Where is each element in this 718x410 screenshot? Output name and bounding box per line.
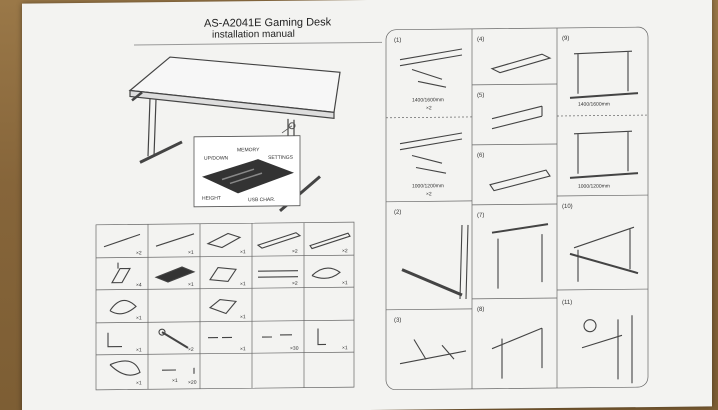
qty-label: ×1 [342, 280, 348, 286]
step-3-label: (3) [394, 318, 401, 324]
qty-label: ×1 [136, 347, 142, 353]
dim-label: 1400/1600mm [412, 97, 444, 103]
steps-panel [385, 26, 649, 391]
controller-callout: MEMORY UP/DOWN SETTINGS HEIGHT USB CHAR. [193, 122, 301, 208]
dim-label: ×2 [426, 191, 432, 197]
qty-label: ×1 [136, 380, 142, 386]
qty-label: ×1 [136, 315, 142, 321]
manual-drawings: MEMORY UP/DOWN SETTINGS HEIGHT USB CHAR. [95, 26, 649, 391]
dim-label: 1000/1200mm [578, 183, 610, 189]
qty-label: ×30 [290, 346, 299, 352]
dim-label: 1400/1600mm [578, 101, 610, 107]
qty-label: ×2 [292, 281, 298, 287]
usb-label: USB CHAR. [248, 197, 275, 203]
qty-label: ×1 [342, 345, 348, 351]
step-9-label: (9) [562, 36, 569, 42]
qty-label: ×1 [240, 314, 246, 320]
step-dimension-labels: 1400/1600mm ×2 1000/1200mm ×2 1400/1600m… [412, 97, 610, 197]
step-10-label: (10) [562, 204, 573, 210]
manual-sheet: AS-A2041E Gaming Desk installation manua… [22, 0, 712, 410]
qty-label: ×1 [188, 282, 194, 288]
qty-label: ×1 [240, 281, 246, 287]
step-1-label: (1) [394, 38, 401, 44]
qty-label: ×1 [240, 346, 246, 352]
step-11-label: (11) [562, 300, 572, 306]
step-7-label: (7) [477, 213, 484, 219]
step-8-label: (8) [477, 307, 484, 313]
height-label: HEIGHT [202, 196, 221, 202]
parts-quantities: ×2 ×1 ×1 ×2 ×2 ×4 ×1 ×1 ×2 ×1 ×1 ×1 ×1 ×… [136, 248, 348, 386]
step-sketches [399, 48, 639, 384]
qty-label: ×4 [136, 282, 142, 288]
qty-label: ×1 [188, 250, 194, 256]
qty-label: ×2 [188, 347, 194, 353]
step-labels: (1) (2) (3) (4) (5) (6) (7) (8) (9) (10)… [394, 36, 573, 324]
qty-label: ×1 [240, 249, 246, 255]
step-4-label: (4) [477, 37, 484, 43]
step-6-label: (6) [477, 153, 484, 159]
qty-label: ×2 [292, 249, 298, 255]
parts-table [95, 221, 355, 391]
memory-label: MEMORY [237, 147, 260, 153]
step-5-label: (5) [477, 93, 484, 99]
qty-label: ×2 [342, 248, 348, 254]
dim-label: 1000/1200mm [412, 183, 444, 189]
updown-label: UP/DOWN [204, 155, 229, 161]
parts-sketches [103, 232, 351, 376]
dim-label: ×2 [426, 105, 432, 111]
step-2-label: (2) [394, 210, 401, 216]
qty-label: ×20 [188, 380, 197, 386]
qty-label: ×2 [136, 250, 142, 256]
settings-label: SETTINGS [268, 155, 294, 161]
qty-label: ×1 [172, 378, 178, 384]
